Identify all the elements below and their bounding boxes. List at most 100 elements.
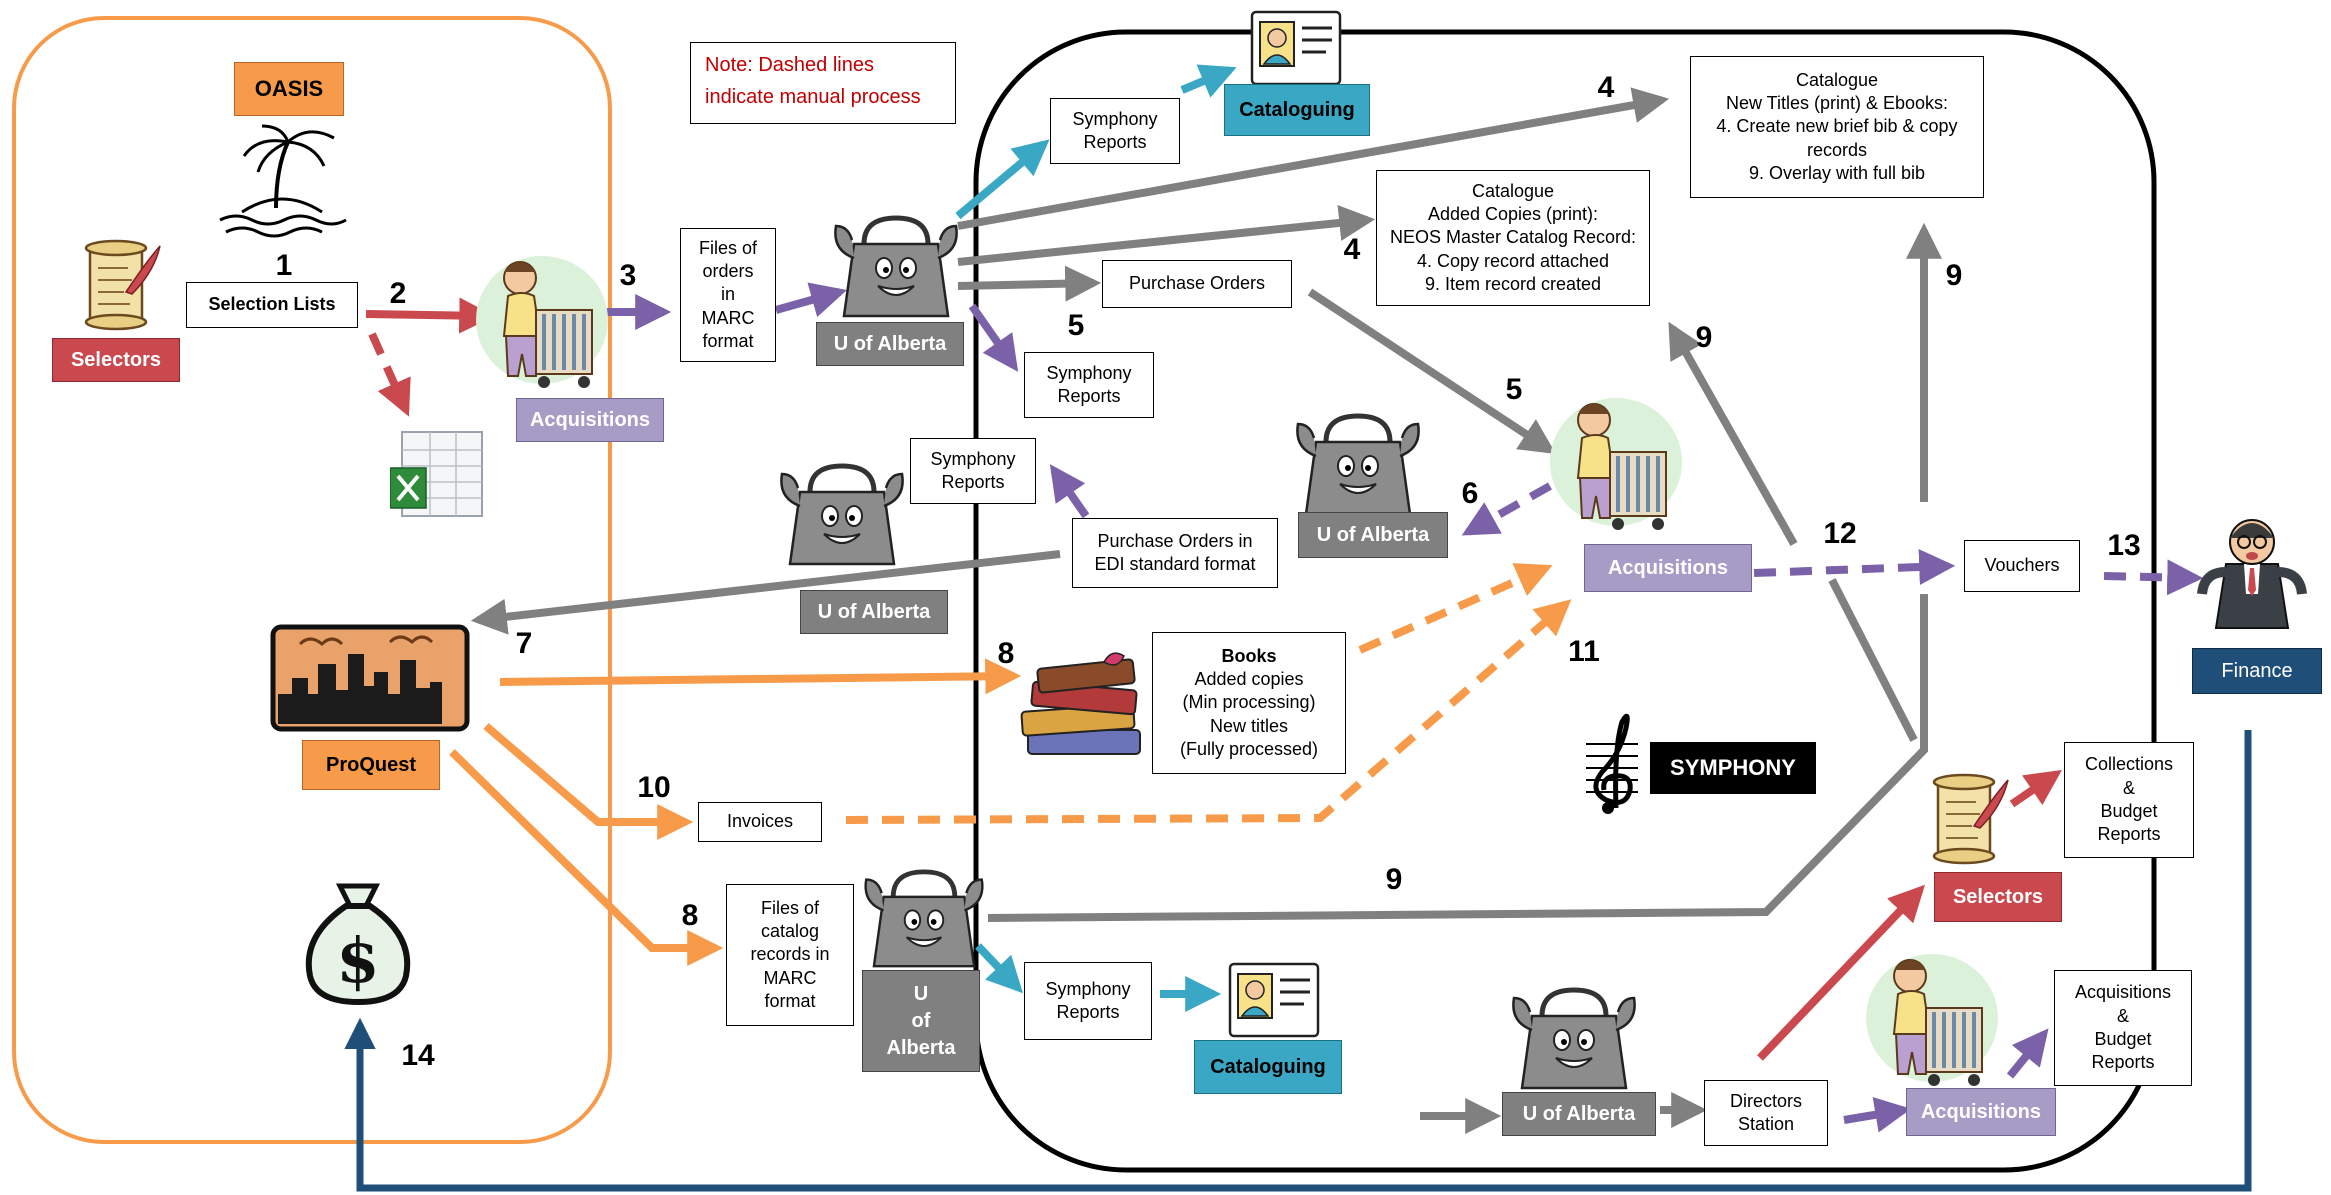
arrow-selection-to-acquisitions [365, 297, 496, 334]
step-number-11: 11 [1568, 635, 1600, 668]
arrow-files-to-ua [774, 282, 847, 318]
arrow-edi-to-proquest [470, 550, 1061, 635]
arrow-ua-to-purchase-orders [957, 265, 1102, 302]
acquisitions-reports-box: Acquisitions & Budget Reports [2054, 970, 2192, 1086]
step-number-6: 6 [1461, 477, 1479, 510]
step-number-5-right: 5 [1505, 373, 1523, 406]
files-of-orders-box: Files of orders in MARC format [680, 228, 776, 362]
arrow-directors-to-selectors [1757, 884, 1925, 1061]
spreadsheet-icon [390, 431, 483, 517]
step-number-1: 1 [275, 249, 293, 282]
cataloguing-bottom-label: Cataloguing [1194, 1040, 1342, 1094]
arrow-dashed-vouchers-to-finance [2103, 559, 2204, 596]
symphony-reports-2-box: Symphony Reports [1024, 352, 1154, 418]
step-number-9-right: 9 [1945, 259, 1963, 292]
files-of-catalog-box: Files of catalog records in MARC format [726, 884, 854, 1026]
shopping-bag-mascot-icon [864, 869, 984, 968]
id-card-icon [1250, 10, 1342, 86]
step-number-3: 3 [619, 259, 637, 292]
arrow-ua-to-symphony-reports-2 [968, 303, 1019, 372]
step-number-8-top: 8 [997, 637, 1015, 670]
step-number-2: 2 [389, 277, 407, 310]
symphony-reports-4-box: Symphony Reports [1024, 962, 1152, 1040]
books-title: Books [1221, 645, 1277, 666]
arrow-dashed-acq-to-vouchers [1753, 549, 1956, 586]
books-description: Added copies (Min processing) New titles… [1179, 668, 1319, 760]
ualberta-lower-label: U of Alberta [862, 970, 980, 1072]
catalogue-new-titles-box: Catalogue New Titles (print) & Ebooks: 4… [1690, 56, 1984, 198]
step-number-13: 13 [2107, 529, 2141, 562]
collections-reports-box: Collections & Budget Reports [2064, 742, 2194, 858]
arrow-selectors-to-collections [2009, 769, 2062, 808]
vouchers-box: Vouchers [1964, 540, 2080, 592]
purchase-orders-edi-box: Purchase Orders in EDI standard format [1072, 518, 1278, 588]
cataloguing-top-label: Cataloguing [1224, 84, 1370, 136]
ualberta-top-label: U of Alberta [816, 322, 964, 366]
arrow-proquest-to-files-catalog [449, 749, 724, 966]
acquisitions-mid-label: Acquisitions [1584, 544, 1752, 592]
step-number-5-left: 5 [1067, 309, 1085, 342]
city-skyline-icon [270, 624, 470, 732]
purchase-orders-box: Purchase Orders [1102, 260, 1292, 308]
arrow-dashed-invoices-to-acquisitions [845, 599, 1572, 824]
arrow-12-to-catalogue-added [1668, 321, 1798, 546]
symphony-region [973, 29, 2157, 1173]
acquisitions-top-label: Acquisitions [516, 398, 664, 442]
shopping-bag-mascot-icon [1512, 987, 1636, 1090]
arrow-po-to-acquisitions [1307, 288, 1557, 454]
shopping-bag-mascot-icon [780, 463, 904, 566]
step-number-7: 7 [515, 627, 533, 660]
arrow-ua-to-symphony-reports-1 [955, 139, 1050, 220]
step-number-12: 12 [1823, 517, 1857, 550]
arrow-proquest-to-books [499, 658, 1022, 695]
treble-clef-icon [1586, 713, 1638, 814]
businessman-icon [2197, 519, 2307, 629]
step-number-4-top: 4 [1597, 71, 1615, 104]
invoices-box: Invoices [698, 802, 822, 842]
arrow-directors-to-acquisitions [1843, 1096, 1912, 1133]
arrow-dashed-acq-to-ua-6 [1461, 482, 1552, 536]
arrow-ua-to-catalogue-new [957, 87, 1670, 230]
book-stack-icon [1020, 652, 1141, 755]
arrow-ua-to-catalogue-9 [987, 594, 1928, 922]
step-number-9-mid: 9 [1695, 321, 1713, 354]
selectors-right-label: Selectors [1934, 872, 2062, 922]
ualberta-left-label: U of Alberta [800, 590, 948, 634]
finance-label: Finance [2192, 648, 2322, 694]
selection-lists-box: Selection Lists [186, 282, 358, 328]
step-number-4-mid: 4 [1343, 233, 1361, 266]
scroll-quill-icon [1932, 773, 2009, 865]
step-number-10: 10 [637, 771, 671, 804]
worker-cart-icon [1550, 398, 1682, 530]
arrow-finance-to-money [344, 730, 2252, 1192]
symphony-reports-1-box: Symphony Reports [1050, 98, 1180, 164]
palm-island-icon [219, 124, 347, 238]
symphony-reports-3-box: Symphony Reports [910, 438, 1036, 504]
selectors-left-label: Selectors [52, 338, 180, 382]
worker-cart-icon [476, 256, 608, 388]
arrow-edi-to-symphony-reports-3 [1049, 464, 1090, 519]
symphony-label: SYMPHONY [1650, 742, 1816, 794]
arrow-ua-to-symphony-reports-4 [975, 943, 1023, 994]
id-card-icon [1228, 962, 1320, 1038]
arrow-dashed-selection-to-spreadsheet [368, 332, 411, 417]
proquest-label: ProQuest [302, 740, 440, 790]
step-number-8-bottom: 8 [681, 899, 699, 932]
step-number-9-bottom: 9 [1385, 863, 1403, 896]
step-number-14: 14 [401, 1039, 435, 1072]
arrow-proquest-to-invoices [483, 722, 694, 840]
arrow-acquisitions-to-acq-reports [2006, 1028, 2049, 1079]
arrow-dashed-books-to-acquisitions [1358, 563, 1553, 654]
svg-text:$: $ [336, 924, 379, 997]
shopping-bag-mascot-icon [834, 215, 958, 318]
dashed-lines-note: Note: Dashed lines indicate manual proce… [690, 42, 956, 124]
shopping-bag-mascot-icon [1296, 413, 1420, 516]
directors-station-box: Directors Station [1704, 1080, 1828, 1146]
scroll-quill-icon [84, 239, 161, 331]
catalogue-added-copies-box: Catalogue Added Copies (print): NEOS Mas… [1376, 170, 1650, 306]
arrow-reports-to-cataloguing-top [1180, 64, 1237, 98]
acquisitions-bottom-label: Acquisitions [1906, 1088, 2056, 1136]
arrow-ua-to-catalogue-added [957, 205, 1376, 266]
